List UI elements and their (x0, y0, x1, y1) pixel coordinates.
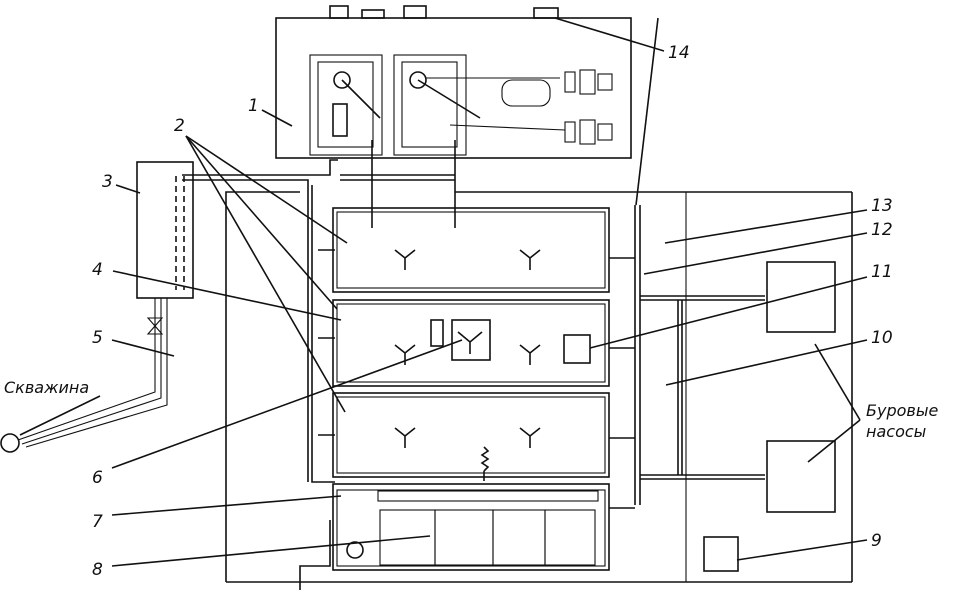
leader-lines (19, 17, 868, 567)
label-2: 2 (174, 116, 185, 136)
label-well: Скважина (4, 378, 90, 397)
label-14: 14 (668, 43, 690, 63)
label-1: 1 (248, 96, 259, 116)
tank-2 (332, 299, 610, 387)
piping (182, 17, 765, 590)
label-12: 12 (871, 220, 893, 240)
label-mud-pumps-line1: Буровые (866, 401, 939, 420)
label-mud-pumps-line2: насосы (866, 422, 927, 441)
top-unit-1 (275, 5, 632, 159)
label-4: 4 (92, 260, 103, 280)
tank-3 (332, 392, 610, 478)
tank-1 (332, 207, 610, 293)
tank-3-left (0, 161, 194, 453)
label-7: 7 (92, 512, 103, 532)
label-3: 3 (102, 172, 113, 192)
agitators (394, 249, 591, 481)
installation-outline (225, 191, 853, 583)
mud-pumps (703, 261, 836, 572)
tank-4 (332, 483, 610, 571)
label-8: 8 (92, 560, 103, 580)
label-10: 10 (871, 328, 893, 348)
label-13: 13 (871, 196, 893, 216)
label-6: 6 (92, 468, 103, 488)
label-11: 11 (871, 262, 893, 282)
label-5: 5 (92, 328, 103, 348)
label-9: 9 (871, 531, 882, 551)
